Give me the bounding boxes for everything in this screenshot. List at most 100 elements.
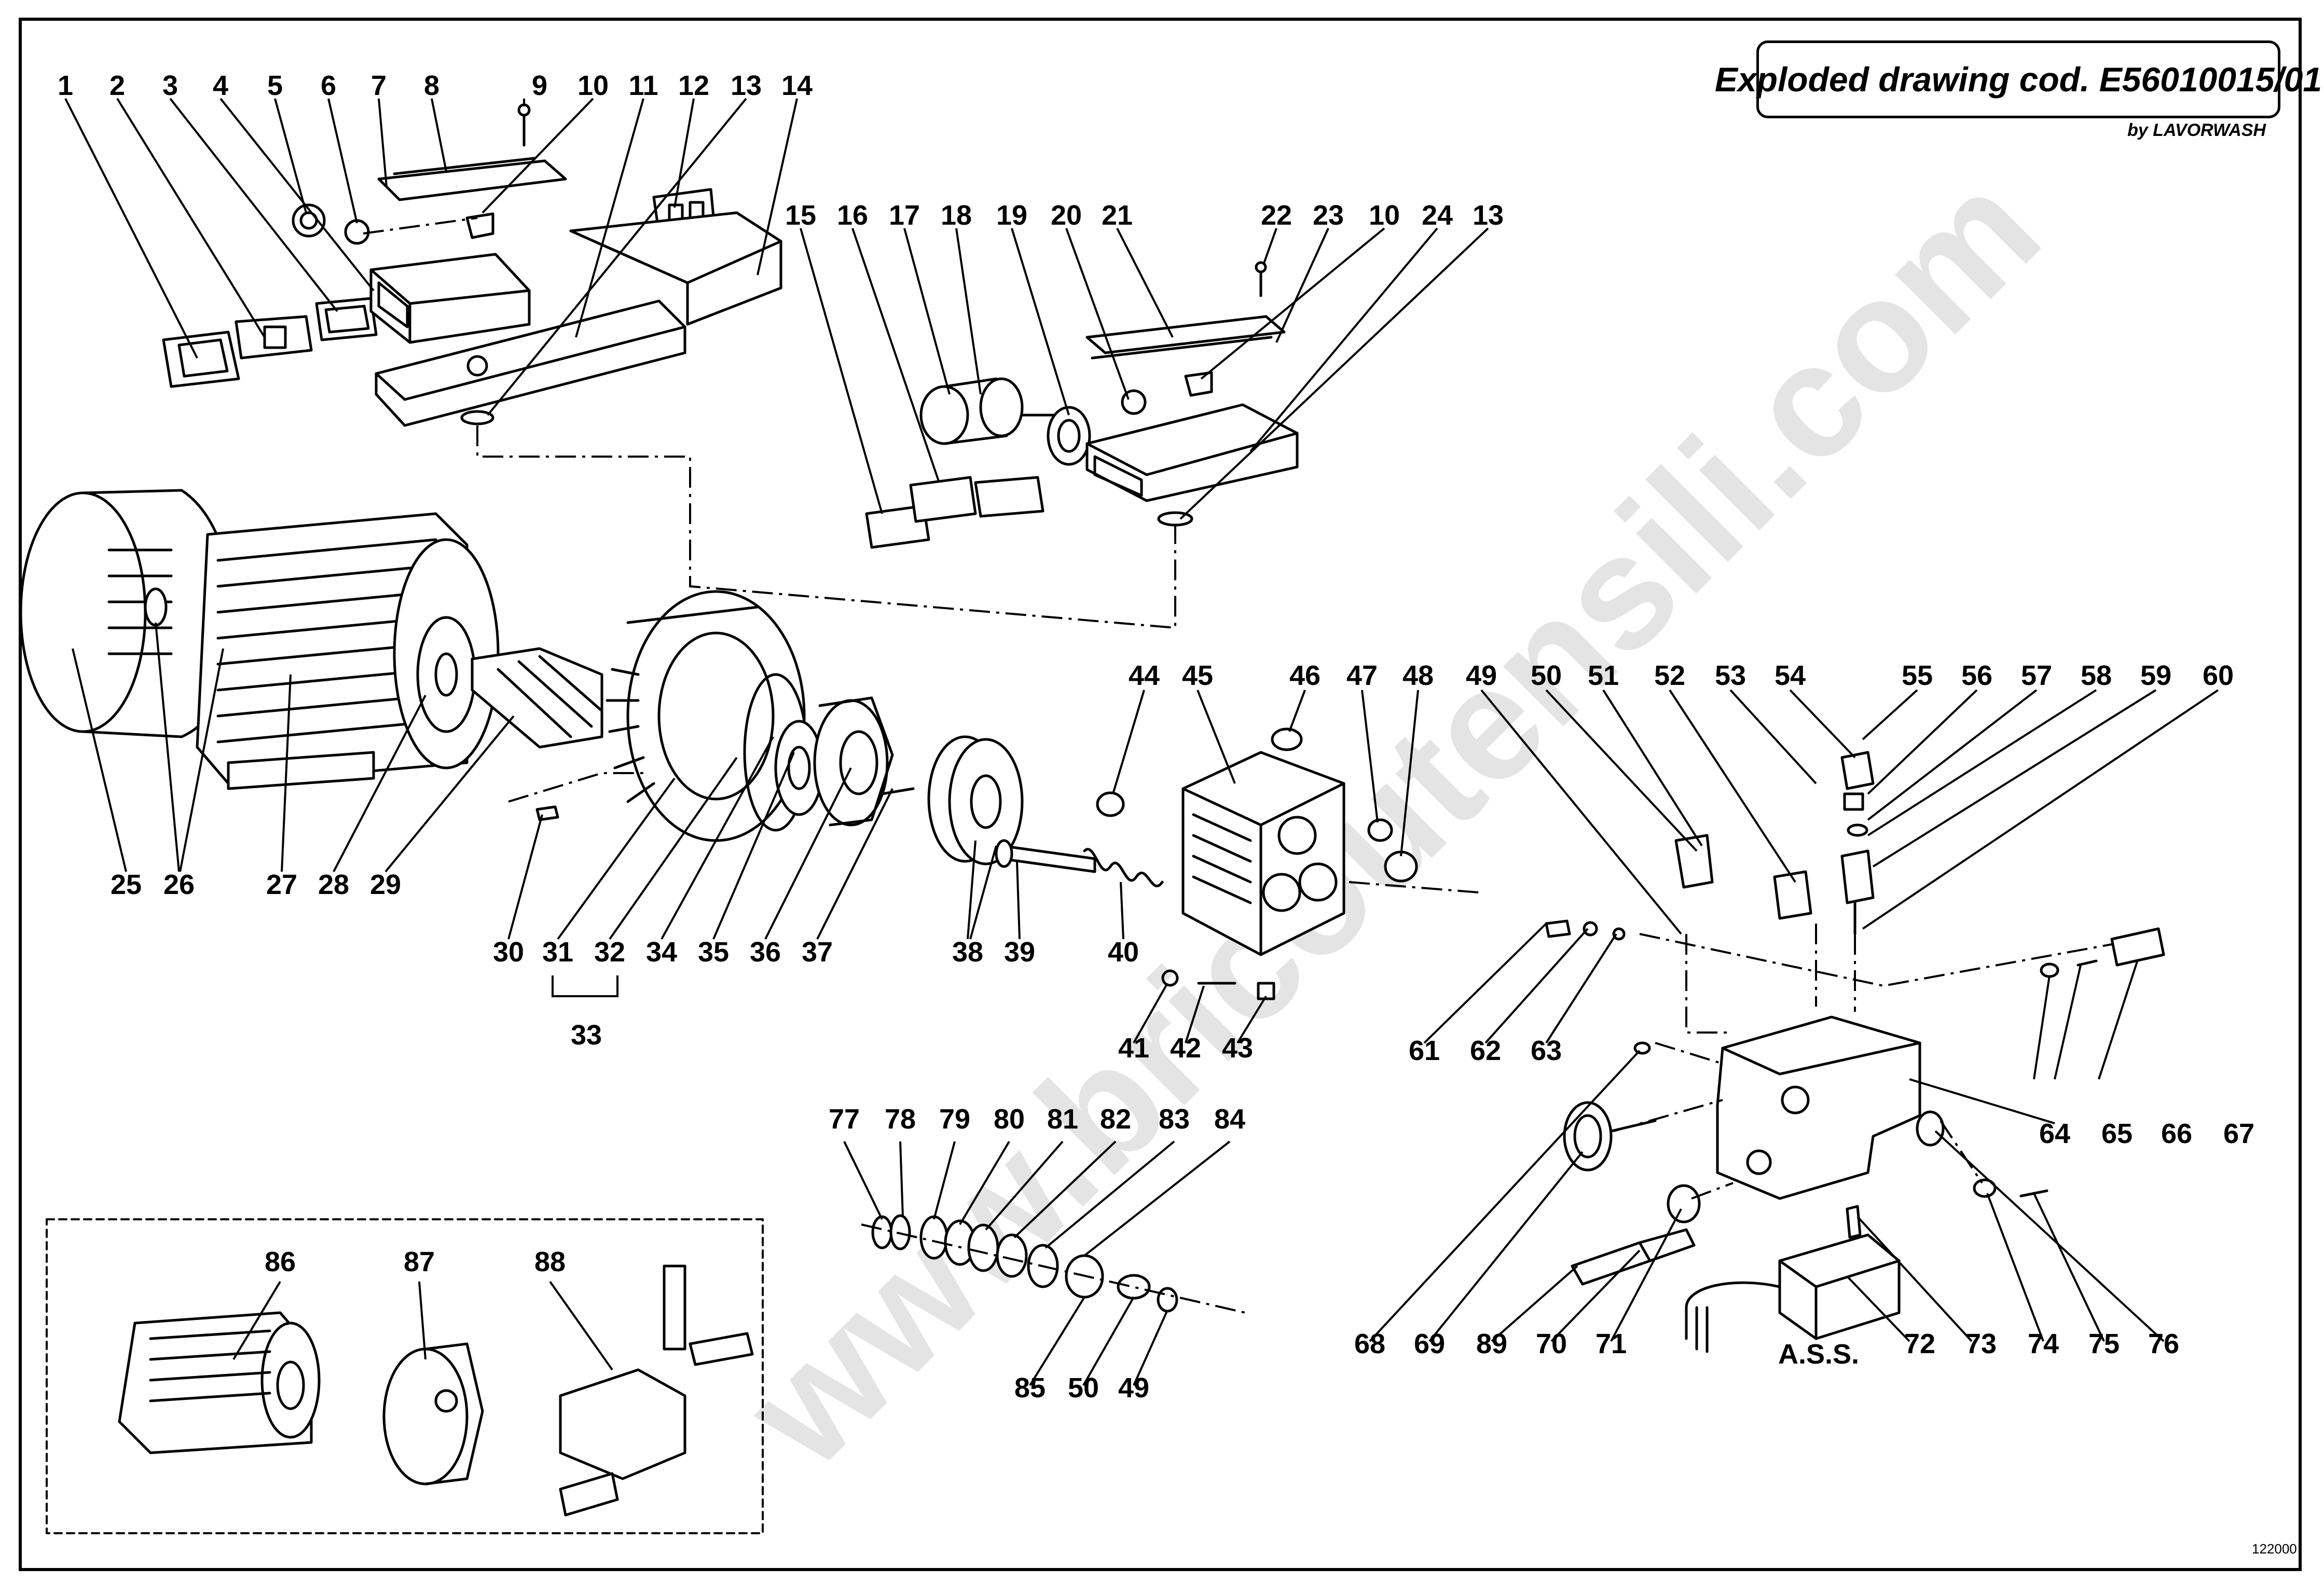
drawing-title: Exploded drawing cod. E56010015/01: [1714, 60, 2322, 99]
title-box: Exploded drawing cod. E56010015/01: [1715, 40, 2322, 118]
motor-group: [19, 489, 915, 842]
callout-20: 20: [1050, 200, 1082, 231]
callout-89: 89: [1476, 1328, 1508, 1359]
drawing-frame: [19, 18, 2302, 1571]
callout-16: 16: [836, 200, 869, 231]
switch-box-group: [162, 103, 782, 427]
callout-1: 1: [57, 70, 74, 101]
callout-37: 37: [801, 937, 833, 968]
callout-59: 59: [2140, 660, 2172, 691]
seal-kit-group: [871, 1214, 1178, 1313]
callout-40: 40: [1107, 937, 1139, 968]
callout-19: 19: [996, 200, 1028, 231]
callout-60: 60: [2202, 660, 2234, 691]
callout-63: 63: [1530, 1035, 1562, 1066]
callout-48: 48: [1402, 660, 1434, 691]
callout-69: 69: [1413, 1328, 1446, 1359]
callout-10b: 10: [1368, 200, 1400, 231]
callout-13b: 13: [1472, 200, 1504, 231]
callout-45: 45: [1181, 660, 1214, 691]
callout-50b: 50: [1067, 1372, 1099, 1404]
callout-24: 24: [1421, 200, 1453, 231]
callout-78: 78: [884, 1104, 916, 1135]
callout-66: 66: [2161, 1118, 2193, 1149]
callout-68: 68: [1354, 1328, 1386, 1359]
callout-67: 67: [2223, 1118, 2255, 1149]
callout-74: 74: [2027, 1328, 2059, 1359]
callout-47: 47: [1346, 660, 1378, 691]
callout-84: 84: [1214, 1104, 1246, 1135]
callout-44: 44: [1128, 660, 1160, 691]
kits-inset-frame: [46, 1218, 764, 1534]
callout-15: 15: [785, 200, 817, 231]
callout-75: 75: [2088, 1328, 2120, 1359]
callout-13: 13: [730, 70, 762, 101]
callout-32: 32: [594, 937, 626, 968]
callout-53: 53: [1714, 660, 1747, 691]
drawing-number: 122000: [2252, 1541, 2297, 1557]
callout-85: 85: [1014, 1372, 1046, 1404]
callout-52: 52: [1654, 660, 1686, 691]
callout-88: 88: [534, 1246, 566, 1277]
pump-head-group: [927, 727, 1418, 1000]
callout-54: 54: [1774, 660, 1806, 691]
callout-9: 9: [531, 70, 548, 101]
callout-3: 3: [162, 70, 178, 101]
callout-8: 8: [423, 70, 440, 101]
callout-34: 34: [645, 937, 678, 968]
callout-25: 25: [110, 869, 142, 900]
callout-82: 82: [1099, 1104, 1132, 1135]
callout-46: 46: [1289, 660, 1321, 691]
callout-14: 14: [781, 70, 813, 101]
callout-17: 17: [888, 200, 920, 231]
callout-42: 42: [1170, 1033, 1202, 1064]
callout-39: 39: [1003, 937, 1036, 968]
callout-6: 6: [320, 70, 337, 101]
callout-87: 87: [403, 1246, 435, 1277]
callout-5: 5: [267, 70, 283, 101]
callout-56: 56: [1961, 660, 1993, 691]
callout-62: 62: [1469, 1035, 1502, 1066]
callout-38: 38: [952, 937, 984, 968]
centre-lines: [363, 217, 2112, 1314]
callout-70: 70: [1535, 1328, 1567, 1359]
callout-76: 76: [2148, 1328, 2180, 1359]
callout-26: 26: [163, 869, 195, 900]
callout-77: 77: [828, 1104, 860, 1135]
callout-10: 10: [577, 70, 609, 101]
callout-79: 79: [939, 1104, 971, 1135]
callout-80: 80: [993, 1104, 1025, 1135]
callout-33: 33: [570, 1020, 602, 1051]
callout-64: 64: [2039, 1118, 2071, 1149]
callout-86: 86: [264, 1246, 296, 1277]
callout-50: 50: [1530, 660, 1562, 691]
callout-11: 11: [628, 70, 658, 101]
callout-65: 65: [2101, 1118, 2133, 1149]
leader-lines: [64, 98, 2219, 1386]
callout-4: 4: [212, 70, 229, 101]
callout-41: 41: [1118, 1033, 1150, 1064]
callout-27: 27: [266, 869, 298, 900]
manufacturer-label: by LAVORWASH: [2127, 120, 2266, 140]
callout-73: 73: [1965, 1328, 1997, 1359]
callout-81: 81: [1047, 1104, 1079, 1135]
callout-30: 30: [492, 937, 525, 968]
callout-57: 57: [2020, 660, 2053, 691]
callout-2: 2: [109, 70, 126, 101]
callout-83: 83: [1158, 1104, 1190, 1135]
callout-12: 12: [678, 70, 710, 101]
callout-49: 49: [1465, 660, 1497, 691]
callout-43: 43: [1221, 1033, 1254, 1064]
callout-29: 29: [369, 869, 402, 900]
callout-18: 18: [940, 200, 972, 231]
assembled-kits-group: [118, 1264, 754, 1517]
callout-22: 22: [1260, 200, 1292, 231]
callout-35: 35: [697, 937, 730, 968]
callout-51: 51: [1587, 660, 1619, 691]
callout-21: 21: [1101, 200, 1133, 231]
callout-55: 55: [1901, 660, 1933, 691]
callout-58: 58: [2080, 660, 2112, 691]
callout-31: 31: [542, 937, 574, 968]
